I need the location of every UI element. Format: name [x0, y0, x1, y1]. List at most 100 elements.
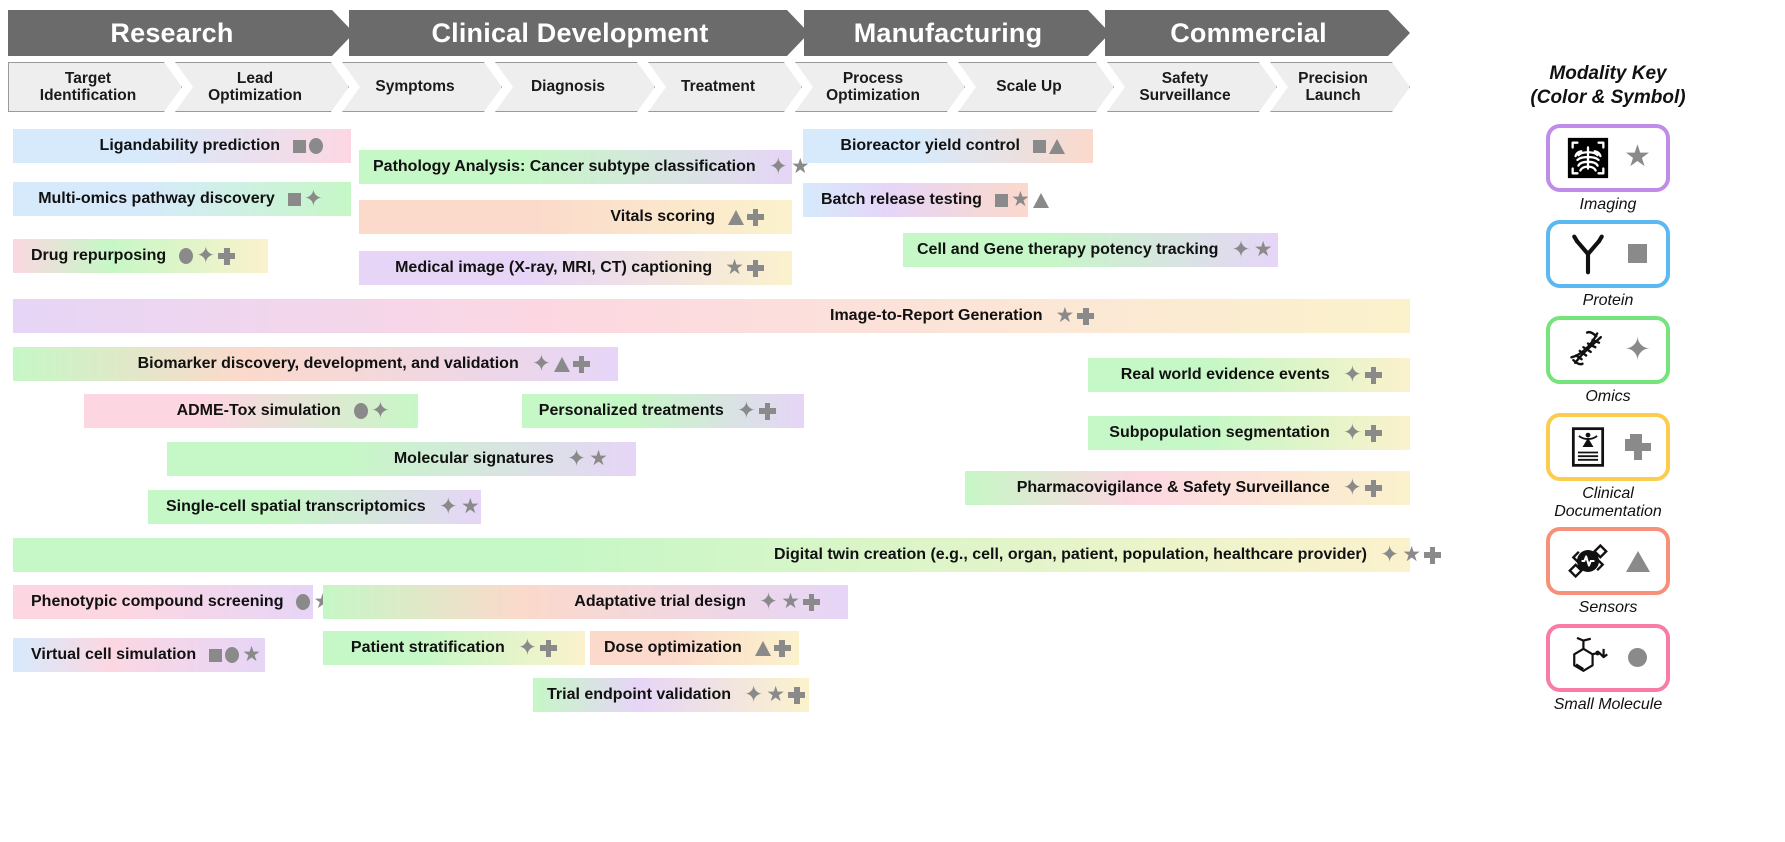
star-symbol-icon: ★ [725, 255, 744, 279]
sparkle-symbol-icon: ✦ [566, 444, 587, 471]
activity-bar[interactable]: Ligandability prediction [13, 129, 351, 163]
phase-chevron-manufacturing[interactable]: Manufacturing [804, 10, 1110, 56]
activity-bar-content: Personalized treatments✦ [525, 398, 790, 423]
wearable-sensor-icon [1562, 535, 1614, 587]
activity-label: Virtual cell simulation [31, 646, 197, 663]
modality-symbols: ✦★ [744, 682, 806, 707]
phase-chevron-commercial[interactable]: Commercial [1105, 10, 1410, 56]
square-symbol-icon [293, 139, 306, 153]
activity-label: Real world evidence events [1120, 366, 1330, 383]
modality-symbols: ✦ [531, 349, 590, 376]
activity-bar-content: Single-cell spatial transcriptomics✦★ [152, 494, 494, 519]
plus-symbol-icon [1365, 424, 1382, 442]
activity-bar[interactable]: Real world evidence events ✦ [1088, 358, 1410, 392]
activity-bar[interactable]: Adaptative trial design✦★ [323, 585, 848, 619]
activity-bar[interactable]: Phenotypic compound screening★ [13, 585, 332, 619]
activity-bar[interactable]: Dose optimization [590, 631, 799, 665]
activity-bar[interactable]: Molecular signatures ✦★ [167, 442, 636, 476]
legend-item-sensors[interactable]: Sensors [1546, 527, 1670, 617]
modality-symbols: ✦ [287, 184, 323, 211]
triangle-symbol-icon [728, 209, 744, 225]
sparkle-symbol-icon: ✦ [1342, 360, 1362, 387]
legend-item-omics[interactable]: ✦Omics [1546, 316, 1670, 406]
activity-bar[interactable]: Biomarker discovery, development, and va… [13, 347, 618, 381]
square-symbol-icon [209, 648, 223, 662]
activity-bar[interactable]: Personalized treatments✦ [522, 394, 804, 428]
circle-symbol-icon [309, 138, 323, 154]
activity-bar[interactable]: Vitals scoring [359, 200, 792, 234]
stage-chevron-diagnosis[interactable]: Diagnosis [495, 62, 655, 112]
plus-symbol-icon [1365, 366, 1382, 384]
activity-bar[interactable]: Subpopulation segmentation✦ [1088, 416, 1410, 450]
activity-label: Molecular signatures [393, 450, 554, 467]
legend-caption: Omics [1585, 388, 1631, 406]
activity-bar-content: Image-to-Report Generation★ [816, 305, 1108, 327]
modality-symbols [293, 138, 323, 154]
activity-bar[interactable]: Multi-omics pathway discovery✦ [13, 182, 351, 216]
stage-chevron-symptoms[interactable]: Symptoms [342, 62, 502, 112]
modality-symbols: ✦ [1343, 475, 1382, 500]
sparkle-symbol-icon: ✦ [303, 184, 323, 211]
activity-label: ADME-Tox simulation [176, 402, 341, 419]
activity-bar[interactable]: Cell and Gene therapy potency tracking✦★ [903, 233, 1278, 267]
activity-bar[interactable]: Virtual cell simulation ★ [13, 638, 265, 672]
phase-label: Clinical Development [431, 17, 709, 48]
activity-bar[interactable]: Drug repurposing✦ [13, 239, 268, 273]
activity-bar[interactable]: Batch release testing★ [803, 183, 1049, 217]
activity-bar[interactable]: Bioreactor yield control [803, 129, 1093, 163]
sparkle-symbol-icon: ✦ [531, 349, 551, 376]
modality-symbols: ✦ [179, 243, 236, 268]
star-symbol-icon: ★ [460, 494, 480, 518]
plus-symbol-icon [747, 259, 764, 277]
star-symbol-icon: ★ [766, 682, 786, 706]
modality-symbols: ✦ [353, 398, 390, 423]
activity-bar[interactable]: Digital twin creation (e.g., cell, organ… [13, 538, 1442, 572]
activity-bar[interactable]: Pharmacovigilance & Safety Surveillance✦ [965, 471, 1410, 505]
star-symbol-icon: ★ [1624, 139, 1651, 173]
activity-bar[interactable]: Single-cell spatial transcriptomics✦★ [148, 490, 481, 524]
activity-bar-content: Bioreactor yield control [826, 137, 1079, 155]
circle-symbol-icon [353, 403, 368, 419]
stage-chevron-treatment[interactable]: Treatment [648, 62, 802, 112]
star-symbol-icon: ★ [589, 446, 608, 470]
legend-caption: Protein [1582, 291, 1634, 309]
plus-symbol-icon [747, 208, 764, 226]
modality-symbols: ★ [209, 644, 261, 666]
activity-bar-content: Virtual cell simulation ★ [17, 644, 275, 666]
legend-item-imaging[interactable]: ★Imaging [1546, 123, 1670, 214]
plus-symbol-icon [1365, 479, 1382, 497]
activity-label: Image-to-Report Generation [830, 307, 1043, 324]
activity-bar[interactable]: Trial endpoint validation✦★ [533, 678, 809, 712]
activity-bar[interactable]: ADME-Tox simulation ✦ [84, 394, 418, 428]
activity-bar[interactable]: Image-to-Report Generation★ [13, 299, 1410, 333]
activity-bar[interactable]: Pathology Analysis: Cancer subtype class… [359, 150, 810, 184]
activity-bar[interactable]: Patient stratification✦ [323, 631, 585, 665]
activity-bar-content: Subpopulation segmentation✦ [1095, 420, 1396, 445]
activity-label: Personalized treatments [538, 402, 724, 419]
activity-bar-content: Cell and Gene therapy potency tracking✦★ [903, 237, 1287, 262]
star-symbol-icon: ★ [1010, 187, 1030, 211]
legend-item-small-molecule[interactable]: Small Molecule [1546, 623, 1670, 714]
activity-bar-content: Vitals scoring [596, 208, 778, 226]
plus-symbol-icon [1424, 546, 1442, 564]
sparkle-symbol-icon: ✦ [768, 152, 788, 179]
dna-helix-icon [1562, 324, 1614, 376]
circle-symbol-icon [1628, 648, 1647, 668]
stage-chevron-scale-up[interactable]: Scale Up [958, 62, 1114, 112]
legend-item-protein[interactable]: Protein [1546, 219, 1670, 310]
phase-chevron-research[interactable]: Research [8, 10, 354, 56]
phase-chevron-clinical-development[interactable]: Clinical Development [349, 10, 809, 56]
activity-bar[interactable]: Medical image (X-ray, MRI, CT) captionin… [359, 251, 792, 285]
